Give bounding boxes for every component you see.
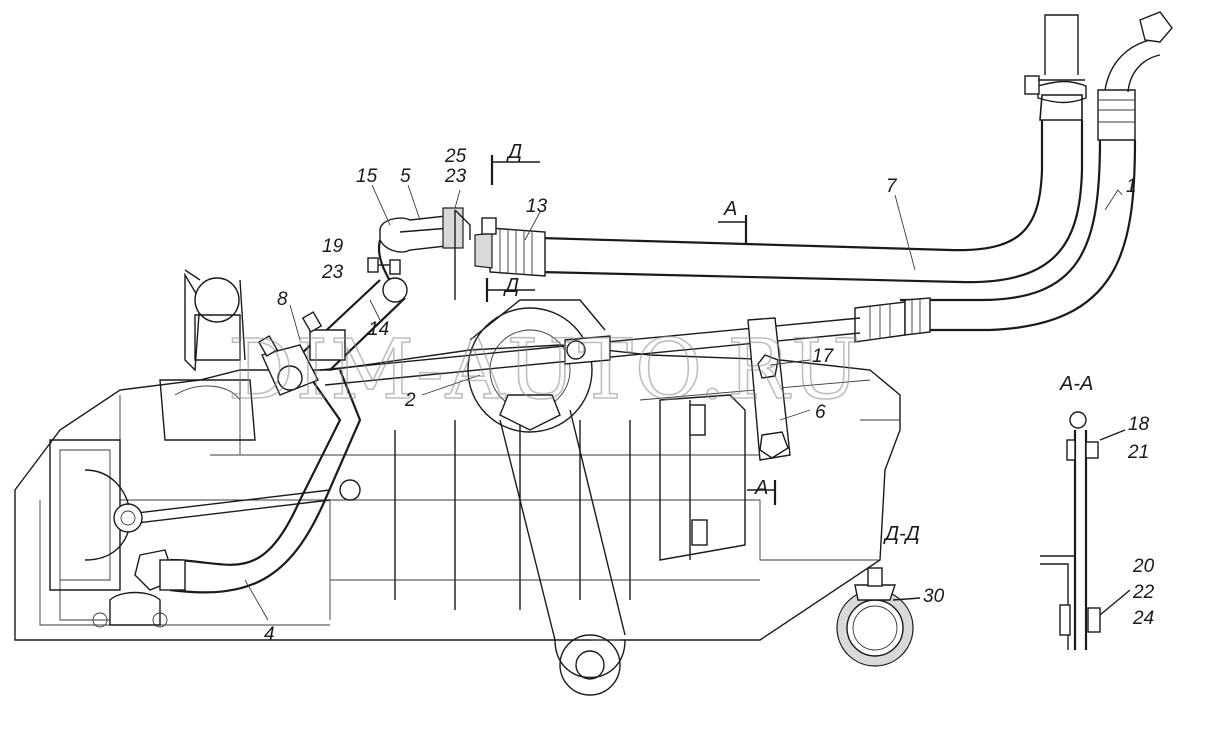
- callout-8: 8: [277, 289, 288, 310]
- section-mark-d-top: Д: [506, 141, 522, 163]
- callout-24: 24: [1132, 608, 1154, 629]
- callout-1: 1: [1126, 176, 1137, 197]
- callout-5: 5: [400, 166, 411, 187]
- steering-gear-housing: [14, 269, 901, 696]
- callout-13: 13: [526, 196, 548, 217]
- section-cut-a: [718, 215, 777, 505]
- hose-1: [900, 11, 1173, 332]
- callout-17: 17: [812, 346, 835, 367]
- section-title-dd: Д-Д: [883, 523, 920, 545]
- section-cut-d: [454, 155, 540, 302]
- callout-2: 2: [404, 390, 416, 411]
- callout-23-top: 23: [444, 166, 467, 187]
- leader-lines: [244, 184, 1123, 621]
- section-view-aa: [1040, 411, 1131, 650]
- section-mark-a-bottom: А: [754, 477, 768, 499]
- fitting-13: [474, 217, 546, 277]
- watermark: DIM-AUTO.RU: [228, 323, 862, 418]
- callout-22: 22: [1132, 582, 1155, 603]
- section-view-dd: [836, 567, 921, 667]
- pipe-4: [113, 369, 362, 594]
- bolt-19-23: [367, 257, 401, 275]
- callout-7: 7: [886, 176, 898, 197]
- callout-4: 4: [264, 624, 275, 645]
- callout-18: 18: [1128, 414, 1150, 435]
- hose-7: [539, 14, 1087, 284]
- callout-14: 14: [368, 319, 389, 340]
- callout-30: 30: [923, 586, 945, 607]
- callout-19: 19: [322, 236, 344, 257]
- bracket-6: [747, 317, 791, 461]
- callout-6: 6: [815, 402, 826, 423]
- callout-23-left: 23: [321, 262, 344, 283]
- section-title-aa: А-А: [1059, 373, 1093, 395]
- section-mark-d-bottom: Д: [503, 275, 519, 297]
- section-mark-a-top: А: [723, 198, 737, 220]
- callout-15: 15: [356, 166, 378, 187]
- fitting-hose-1: [854, 297, 931, 343]
- union-8: [257, 311, 346, 396]
- callout-20: 20: [1132, 556, 1155, 577]
- callout-25: 25: [444, 146, 467, 167]
- callout-21: 21: [1127, 442, 1149, 463]
